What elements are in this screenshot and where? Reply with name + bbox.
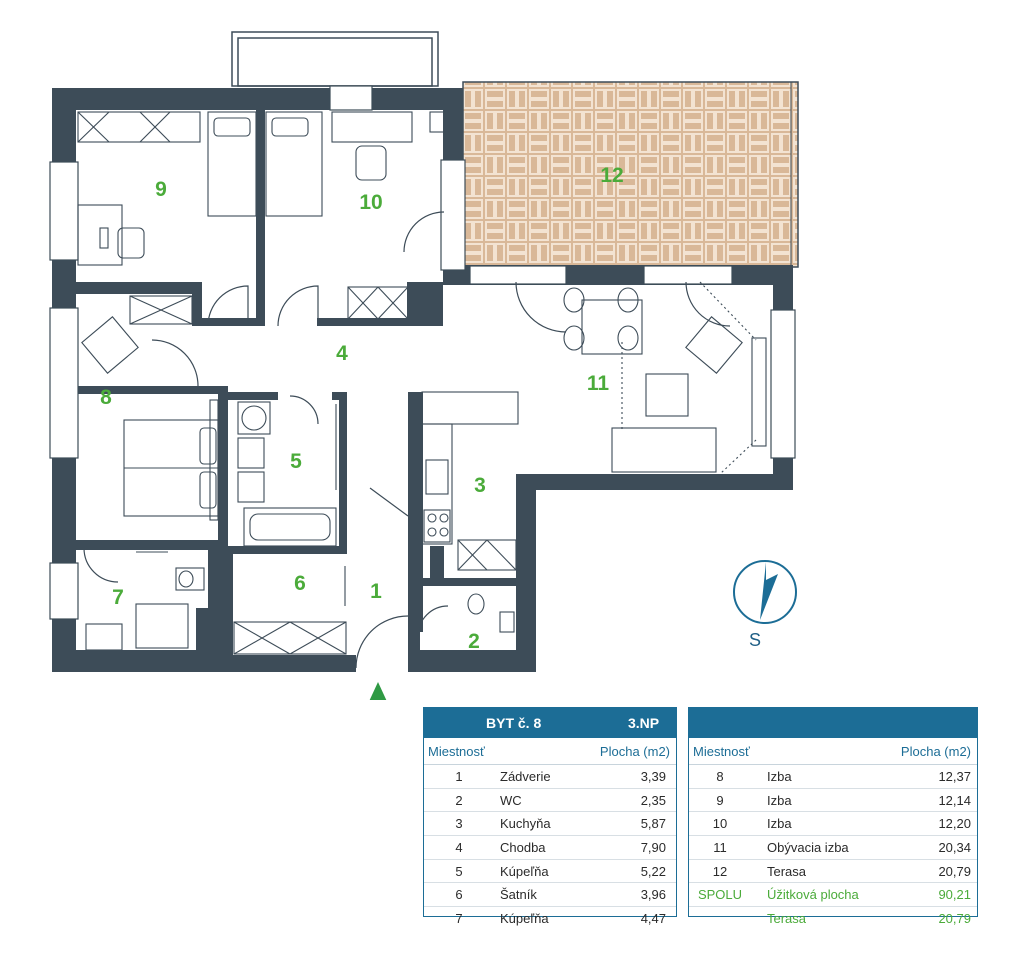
cell-area: 5,22 [640,863,666,879]
cell-name: Chodba [500,840,546,856]
col-room-header: Miestnosť [693,744,750,759]
compass-icon: S [733,560,797,650]
table-row: 7 Kúpeľňa 4,47 [424,907,676,930]
furniture [77,111,767,655]
cell-name: Zádverie [500,769,551,784]
col-area-header: Plocha (m2) [900,744,971,759]
cell-no: 9 [716,792,724,808]
area-table-left: BYT č. 8 3.NP Miestnosť Plocha (m2) 1 Zád… [423,707,677,926]
table-row: Terasa 20,79 [689,907,977,930]
balcony-railing [231,31,439,87]
cell-no: 6 [455,887,463,903]
column-headers-right: Miestnosť Plocha (m2) [689,738,977,765]
table-row: 9 Izba 12,14 [689,789,977,813]
floor-label: 3.NP [628,715,660,731]
cell-area: 12,14 [938,792,971,808]
cell-no: 8 [716,769,724,784]
cell-name: Terasa [767,911,807,927]
room-label-9: 9 [155,178,167,201]
table-row: 11 Obývacia izba 20,34 [689,836,977,860]
table-row: 10 Izba 12,20 [689,812,977,837]
cell-area: 3,96 [640,887,666,903]
room-label-10: 10 [359,191,382,214]
room-labels: 1 2 3 4 5 6 7 8 9 10 11 12 [100,164,624,653]
table-row: 2 WC 2,35 [424,789,676,813]
terrace-area [463,82,798,267]
cell-area: 12,37 [938,769,971,784]
room-label-8: 8 [100,386,112,409]
cell-area: 20,34 [938,840,971,856]
room-label-7: 7 [112,586,124,609]
cell-area: 4,47 [640,911,666,927]
col-area-header: Plocha (m2) [599,744,670,759]
cell-no: 7 [455,911,463,927]
table-row: 4 Chodba 7,90 [424,836,676,860]
cell-no: 1 [455,769,463,784]
cell-area: 3,39 [640,769,666,784]
cell-no: 5 [455,863,463,879]
table-row: 6 Šatník 3,96 [424,883,676,908]
cell-name: Kúpeľňa [500,911,549,927]
room-label-1: 1 [370,580,382,603]
cell-name: Izba [767,816,792,832]
cell-area: 90,21 [938,887,971,903]
cell-name: Úžitková plocha [767,887,859,903]
cell-area: 20,79 [938,863,971,879]
cell-area: 2,35 [640,792,666,808]
cell-name: Izba [767,792,792,808]
table-row: 5 Kúpeľňa 5,22 [424,860,676,884]
room-label-11: 11 [587,372,610,395]
cell-no: SPOLU [697,887,743,903]
cell-name: Kúpeľňa [500,863,549,879]
cell-name: Šatník [500,887,537,903]
cell-name: WC [500,792,522,808]
cell-area: 20,79 [938,911,971,927]
room-label-3: 3 [474,474,486,497]
cell-area: 12,20 [938,816,971,832]
cell-name: Izba [767,769,792,784]
compass-label: S [749,630,761,650]
cell-no: 10 [712,816,728,832]
col-room-header: Miestnosť [428,744,485,759]
room-label-4: 4 [336,342,348,365]
table-row: 8 Izba 12,37 [689,765,977,789]
cell-name: Kuchyňa [500,816,551,832]
column-headers: Miestnosť Plocha (m2) [424,738,676,765]
room-label-12: 12 [600,164,623,187]
cell-no: 2 [455,792,463,808]
table-row: 3 Kuchyňa 5,87 [424,812,676,837]
cell-area: 5,87 [640,816,666,832]
table-row: SPOLU Úžitková plocha 90,21 [689,883,977,908]
table-row: 12 Terasa 20,79 [689,860,977,884]
cell-no: 3 [455,816,463,832]
table-header-right [689,708,977,738]
windows [49,85,796,620]
cell-no: 12 [712,863,728,879]
room-label-2: 2 [468,630,480,653]
entrance-arrow-icon [369,682,387,700]
cell-name: Obývacia izba [767,840,849,856]
cell-no: 4 [455,840,463,856]
cell-area: 7,90 [640,840,666,856]
table-row: 1 Zádverie 3,39 [424,765,676,789]
cell-name: Terasa [767,863,807,879]
table-header: BYT č. 8 3.NP [424,708,676,738]
floor-plan: 1 2 3 4 5 6 7 8 9 10 11 12 S [49,31,799,700]
doors [83,211,731,669]
room-label-6: 6 [294,572,306,595]
room-label-5: 5 [290,450,302,473]
cell-no: 11 [713,840,727,856]
apartment-title: BYT č. 8 [486,715,542,731]
